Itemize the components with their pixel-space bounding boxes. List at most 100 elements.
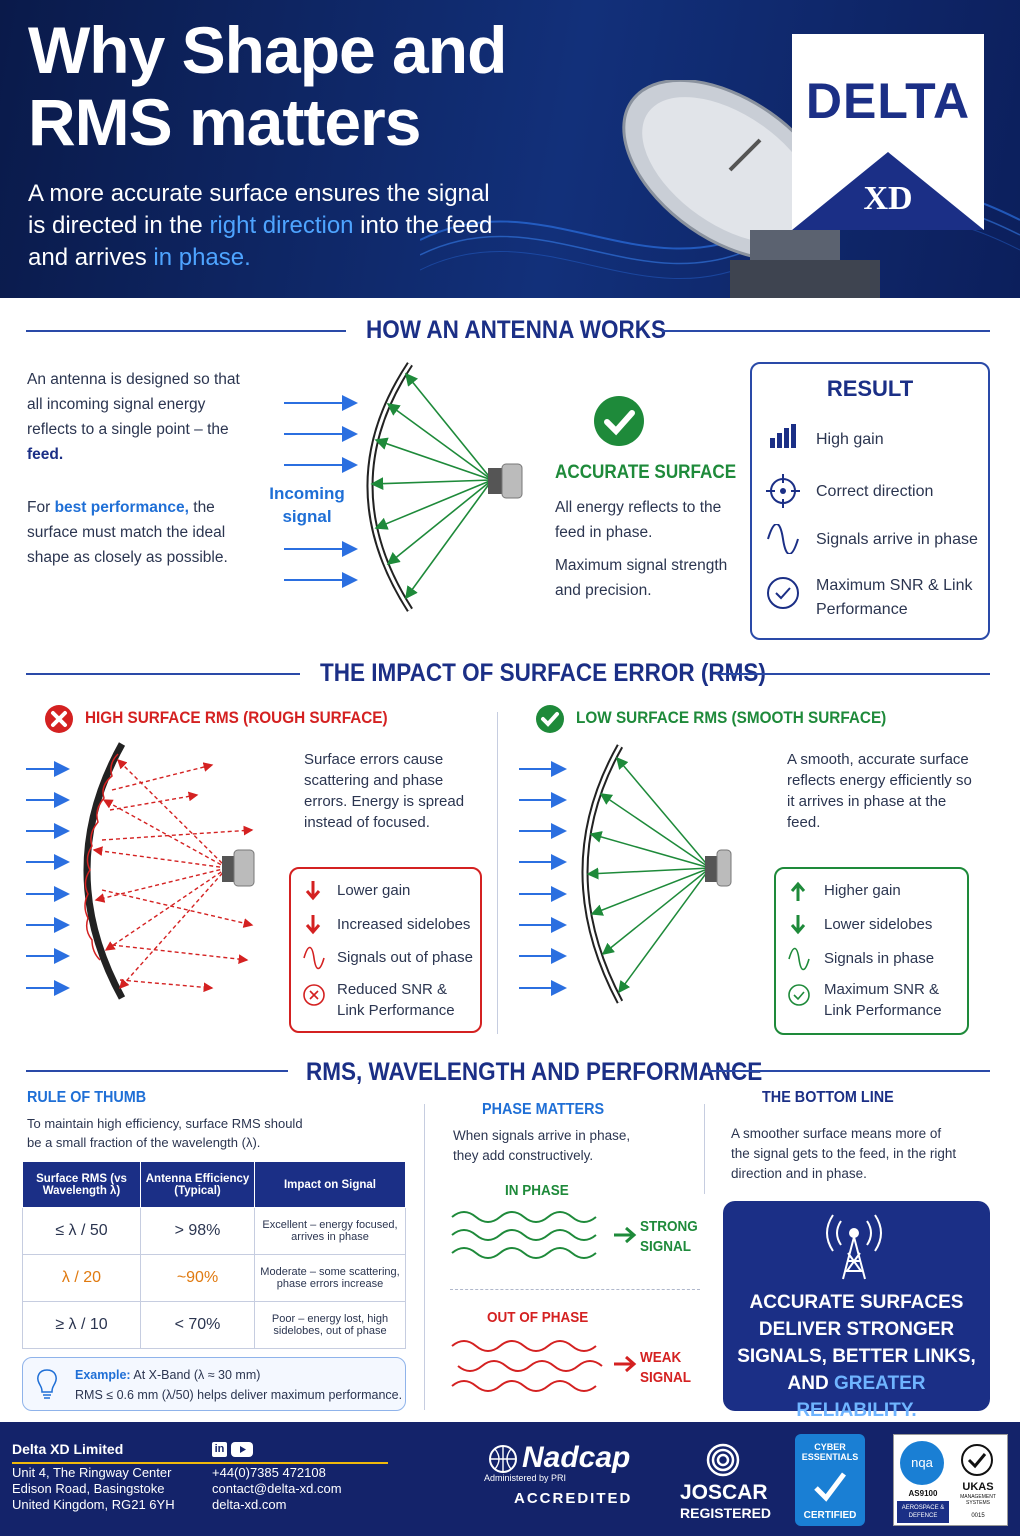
divider [26,673,300,675]
effect-item: Reduced SNR & Link Performance [337,981,455,1019]
rule-of-thumb-title: RULE OF THUMB [27,1089,147,1106]
check-circle-icon [788,984,810,1006]
effect-item: Higher gain [824,882,901,899]
effect-item: Increased sidelobes [337,916,471,933]
check-icon [594,396,644,446]
low-rms-text: A smooth, accurate surface reflects ener… [787,751,972,831]
lightbulb-icon [37,1369,57,1399]
nqa-logo: nqa [900,1441,944,1485]
table-cell: ≥ λ / 10 [22,1301,141,1349]
check-icon [536,705,564,733]
in-phase-label: IN PHASE [505,1182,569,1199]
rule-of-thumb-text: To maintain high efficiency, surface RMS… [27,1116,303,1150]
phase-matters-title: PHASE MATTERS [482,1101,605,1118]
divider [26,330,346,332]
table-header: Impact on Signal [254,1161,406,1208]
divider [497,712,498,1034]
low-rms-effects-box: Higher gain Lower sidelobes Signals in p… [774,867,969,1035]
weak-signal-label: WEAK SIGNAL [640,1349,692,1386]
result-item: Maximum SNR & Link Performance [816,577,973,618]
email-link[interactable]: contact@delta-xd.com [212,1481,342,1496]
bottom-line-text: A smoother surface means more of the sig… [731,1126,957,1181]
sine-wave-icon [788,947,810,971]
phone-number[interactable]: +44(0)7385 472108 [212,1465,326,1480]
logo-triangle-icon [792,152,984,230]
table-cell: > 98% [140,1207,255,1255]
divider [424,1104,425,1410]
rough-surface-diagram [26,742,255,1000]
bottom-line-title: THE BOTTOM LINE [762,1089,894,1106]
antenna-tower-icon [826,1214,882,1280]
low-rms-title: LOW SURFACE RMS (SMOOTH SURFACE) [576,708,887,727]
how-paragraph-1: An antenna is designed so that all incom… [27,371,240,463]
divider [662,330,990,332]
website-link[interactable]: delta-xd.com [212,1497,287,1512]
result-item: Signals arrive in phase [816,531,978,548]
section-title-rms: RMS, WAVELENGTH AND PERFORMANCE [306,1058,763,1086]
satellite-dish-image [622,80,880,298]
antenna-diagram [284,362,523,612]
check-icon [814,1472,846,1502]
cyber-essentials-badge: CYBER ESSENTIALS CERTIFIED [795,1434,865,1526]
joscar-logo: JOSCAR [680,1481,768,1504]
delta-xd-logo: DELTA XD [792,34,984,230]
example-line-1: Example: At X-Band (λ ≈ 30 mm) [75,1368,261,1382]
smooth-surface-diagram [519,744,732,1004]
strong-signal-label: STRONG SIGNAL [640,1218,698,1255]
company-name: Delta XD Limited [12,1441,124,1457]
in-phase-waves [451,1211,637,1259]
youtube-icon[interactable] [231,1442,253,1457]
ukas-logo: UKAS [962,1481,994,1493]
table-cell: Poor – energy lost, high sidelobes, out … [254,1301,406,1349]
result-title: RESULT [826,376,914,401]
sine-wave-icon [767,524,799,554]
example-line-2: RMS ≤ 0.6 mm (λ/50) helps deliver maximu… [75,1388,403,1402]
sine-wave-icon [303,946,325,970]
divider [704,1104,705,1194]
arrow-up-icon [790,881,806,901]
high-rms-effects-box: Lower gain Increased sidelobes Signals o… [289,867,482,1033]
incoming-signal-label: Incoming signal [269,484,345,526]
divider [708,1070,990,1072]
table-header: Surface RMS (vs Wavelength λ) [22,1161,141,1208]
table-header-row: Surface RMS (vs Wavelength λ) Antenna Ef… [22,1161,406,1208]
table-cell: λ / 20 [22,1254,141,1302]
table-row: λ / 20 ~90% Moderate – some scattering, … [22,1254,406,1302]
footer: Delta XD Limited Unit 4, The Ringway Cen… [0,1422,1020,1536]
phase-matters-text: When signals arrive in phase, they add c… [453,1128,631,1163]
nadcap-logo: Nadcap [522,1441,631,1474]
effect-item: Lower sidelobes [824,916,933,933]
out-of-phase-label: OUT OF PHASE [487,1309,589,1326]
section-title-impact: THE IMPACT OF SURFACE ERROR (RMS) [320,659,766,687]
table-header: Antenna Efficiency (Typical) [140,1161,255,1208]
crosshair-icon [766,474,800,508]
joscar-rings-icon [706,1443,740,1477]
conclusion-text: ACCURATE SURFACES DELIVER STRONGER SIGNA… [737,1292,976,1421]
accurate-surface-title: ACCURATE SURFACE [555,462,737,483]
table-cell: ~90% [140,1254,255,1302]
effect-item: Lower gain [337,882,411,899]
footer-rule [12,1462,388,1464]
divider [450,1289,700,1290]
rms-table: Surface RMS (vs Wavelength λ) Antenna Ef… [22,1161,406,1349]
signal-bars-icon [770,424,796,448]
effect-item: Maximum SNR & Link Performance [824,981,942,1019]
arrow-down-icon [305,915,321,935]
accurate-text-1: All energy reflects to the feed in phase… [555,499,722,541]
effect-item: Signals out of phase [337,949,473,966]
result-box: RESULT High gain Correct direction Signa… [750,362,990,640]
x-circle-icon [45,705,73,733]
page-title: Why Shape and RMS matters [28,13,507,159]
table-cell: Excellent – energy focused, arrives in p… [254,1207,406,1255]
arrow-down-icon [305,881,321,901]
section-title-how: HOW AN ANTENNA WORKS [366,316,666,344]
linkedin-icon[interactable]: in [212,1442,227,1457]
high-rms-title: HIGH SURFACE RMS (ROUGH SURFACE) [85,708,388,727]
high-rms-text: Surface errors cause scattering and phas… [304,751,465,831]
check-circle-icon [767,577,799,609]
table-cell: < 70% [140,1301,255,1349]
address-line: United Kingdom, RG21 6YH [12,1497,175,1512]
hero-subtitle: A more accurate surface ensures the sign… [28,180,493,271]
x-circle-icon [303,984,325,1006]
nqa-ukas-badge: nqa AS9100 AEROSPACE & DEFENCE UKAS MANA… [893,1434,1008,1526]
